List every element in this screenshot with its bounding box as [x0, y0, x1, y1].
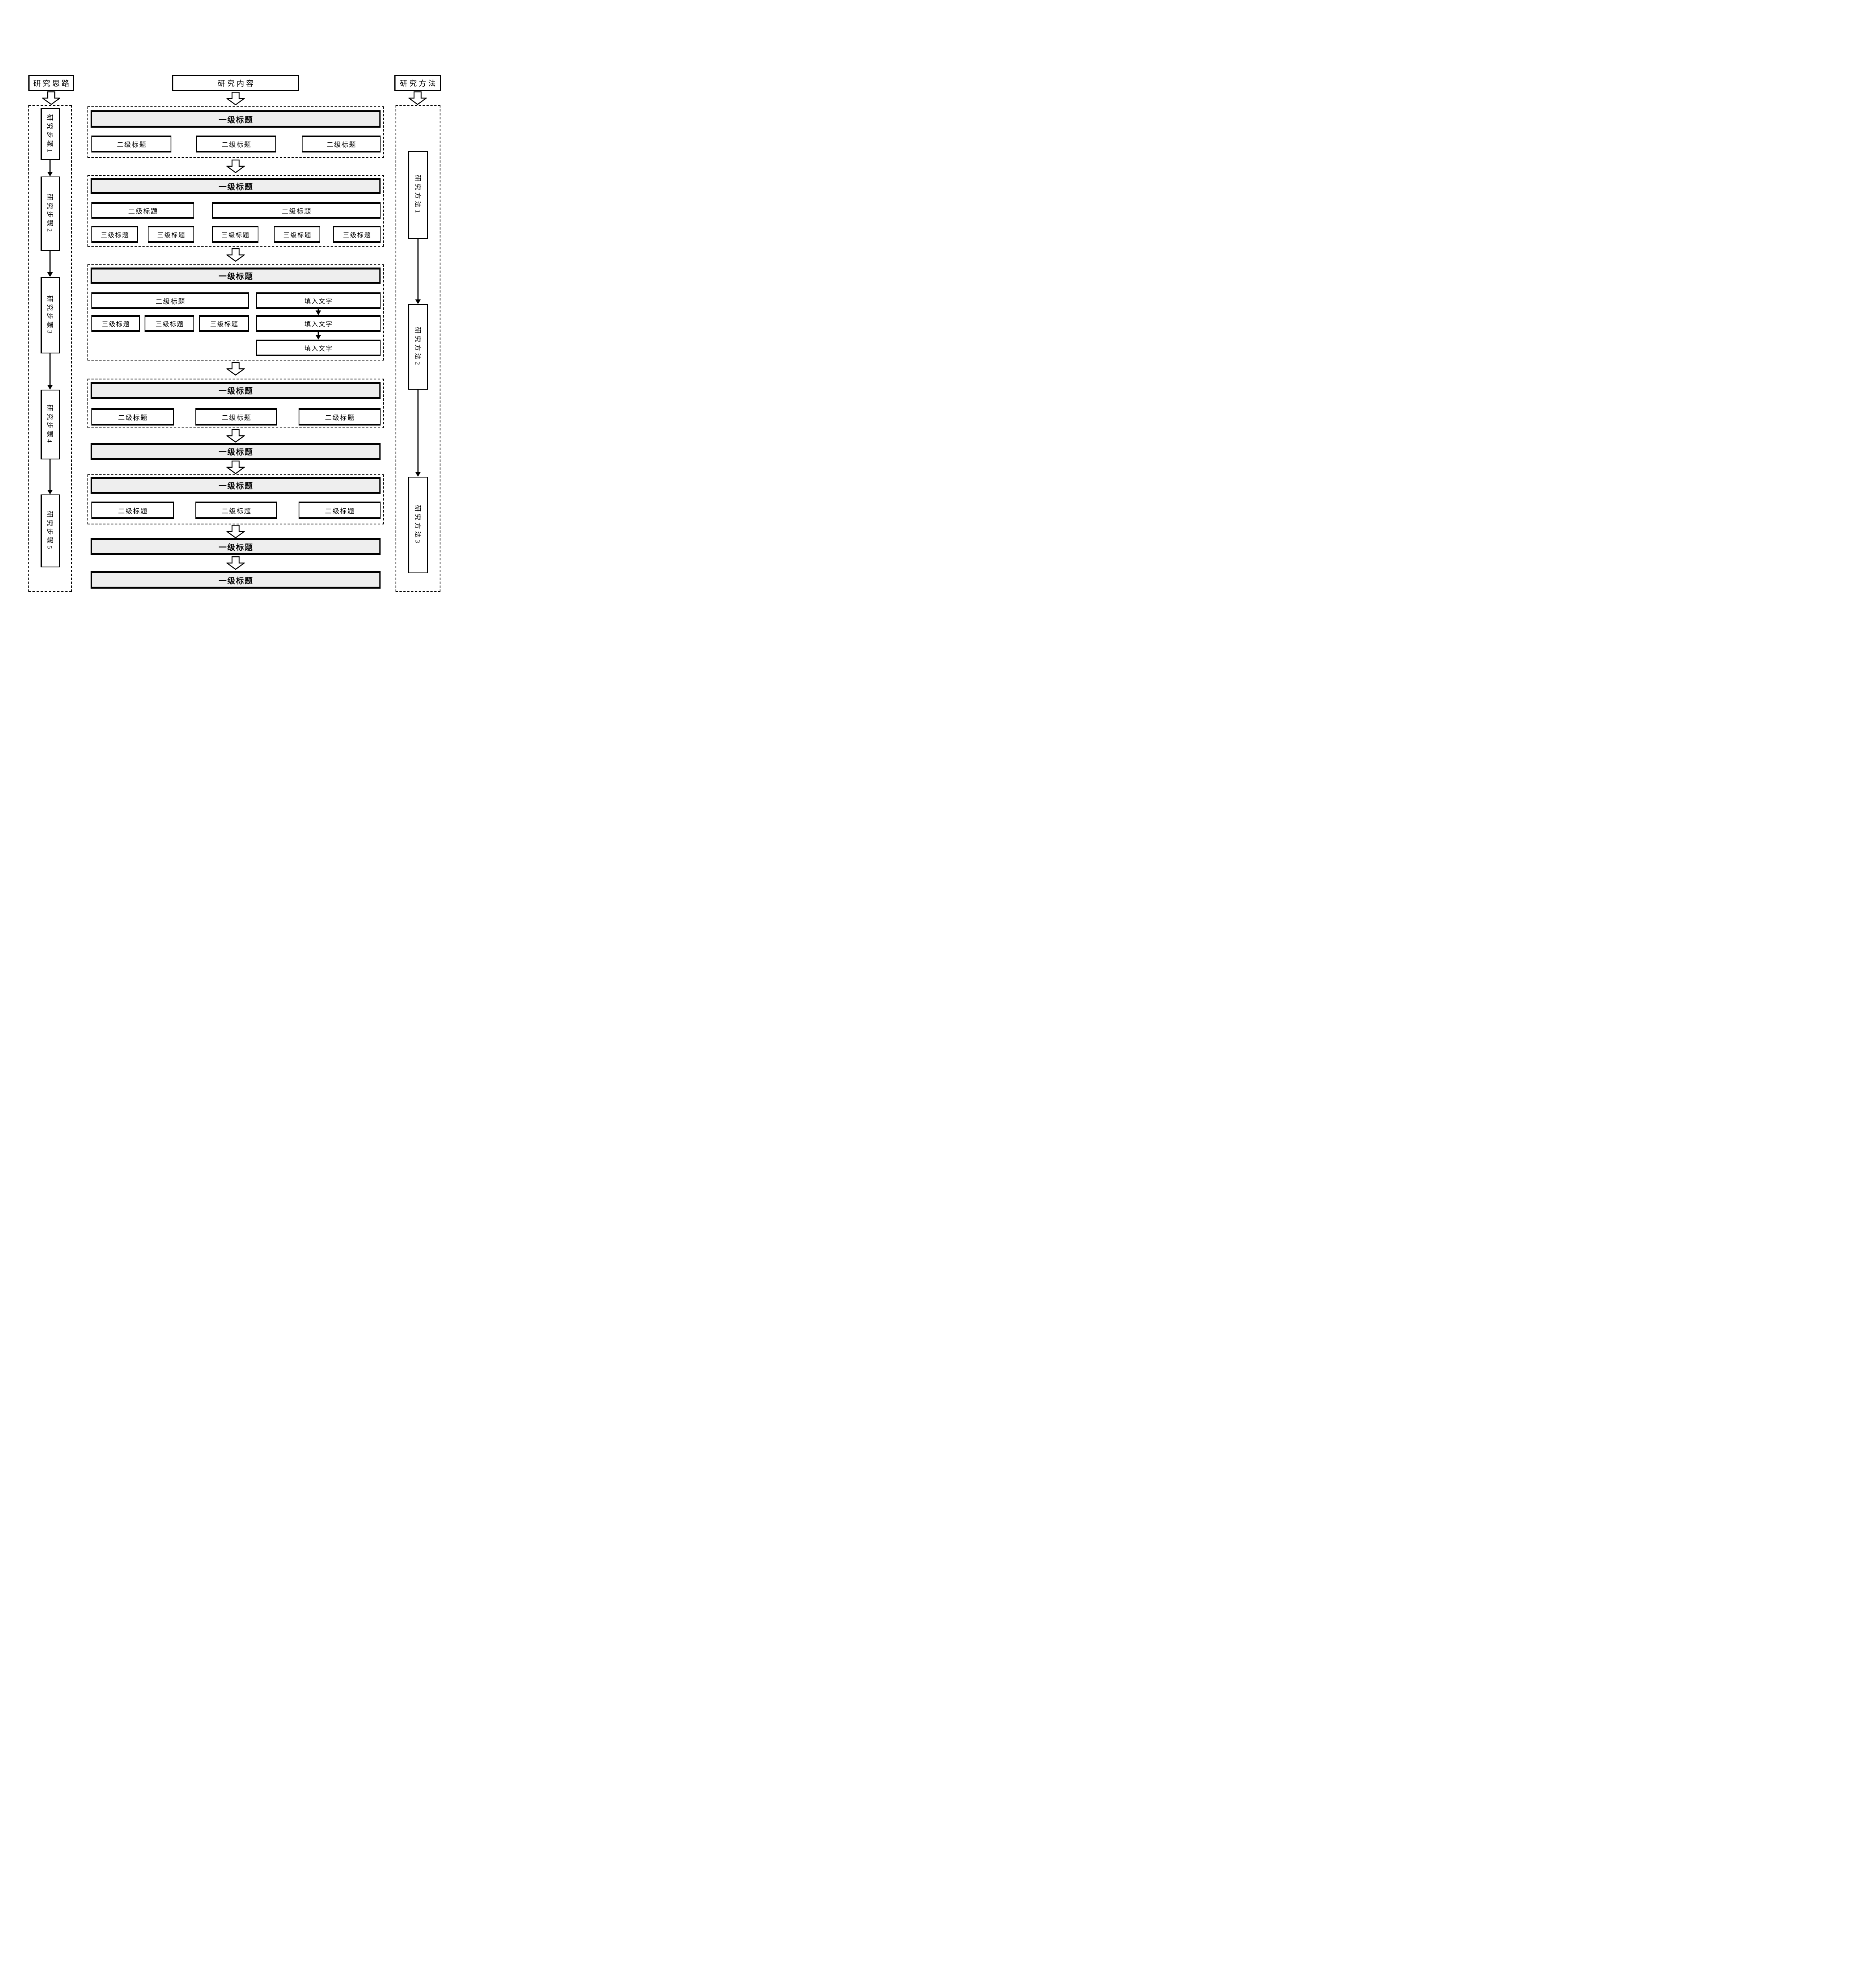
- level1-bar: 一级标题: [91, 538, 381, 555]
- research-step-box: 研究步骤1: [41, 108, 60, 160]
- research-method-box: 研究方法2: [408, 304, 428, 390]
- section-1: [87, 106, 384, 158]
- level3-box: 三级标题: [148, 226, 194, 243]
- section-4: [87, 379, 384, 428]
- level2-box: 二级标题: [196, 136, 276, 152]
- level2-box: 二级标题: [212, 202, 381, 219]
- research-step-box: 研究步骤3: [41, 277, 60, 353]
- down-arrow-icon: [47, 459, 53, 494]
- section-3: [87, 264, 384, 361]
- down-arrow-icon: [47, 251, 53, 277]
- level3-box: 三级标题: [333, 226, 381, 243]
- fill-text-box: 填入文字: [256, 292, 381, 309]
- research-step-label: 研究步骤2: [46, 193, 53, 234]
- research-method-label: 研究方法2: [414, 327, 421, 367]
- down-block-arrow-icon: [227, 461, 245, 474]
- down-arrow-icon: [316, 332, 321, 340]
- research-method-box: 研究方法3: [408, 477, 428, 573]
- left-column-research-steps: [28, 105, 72, 592]
- research-step-box: 研究步骤4: [41, 390, 60, 459]
- level2-box: 二级标题: [195, 502, 277, 519]
- level1-bar: 一级标题: [91, 178, 381, 194]
- level2-box: 二级标题: [195, 408, 277, 426]
- level1-bar: 一级标题: [91, 110, 381, 128]
- level3-box: 三级标题: [274, 226, 320, 243]
- down-block-arrow-icon: [42, 91, 60, 105]
- down-block-arrow-icon: [227, 429, 245, 442]
- down-arrow-icon: [415, 239, 421, 304]
- level2-box: 二级标题: [299, 502, 381, 519]
- level3-box: 三级标题: [91, 226, 138, 243]
- level2-box: 二级标题: [91, 136, 171, 152]
- header-research-content: 研究内容: [172, 75, 299, 91]
- down-block-arrow-icon: [409, 91, 427, 105]
- research-step-box: 研究步骤5: [41, 494, 60, 567]
- level1-bar: 一级标题: [91, 443, 381, 460]
- down-arrow-icon: [47, 160, 53, 177]
- level3-box: 三级标题: [145, 315, 194, 332]
- research-method-box: 研究方法1: [408, 151, 428, 239]
- level1-bar: 一级标题: [91, 382, 381, 399]
- down-arrow-icon: [47, 353, 53, 390]
- level3-box: 三级标题: [212, 226, 258, 243]
- level3-box: 三级标题: [91, 315, 140, 332]
- down-block-arrow-icon: [227, 362, 245, 375]
- research-step-label: 研究步骤4: [46, 404, 53, 445]
- research-step-label: 研究步骤3: [46, 295, 53, 335]
- level3-box: 三级标题: [199, 315, 249, 332]
- level2-box: 二级标题: [302, 136, 381, 152]
- down-block-arrow-icon: [227, 248, 245, 262]
- down-block-arrow-icon: [227, 160, 245, 173]
- section-5: [87, 474, 384, 524]
- fill-text-box: 填入文字: [256, 315, 381, 332]
- down-block-arrow-icon: [227, 525, 245, 538]
- header-research-approach: 研究思路: [28, 75, 74, 91]
- level2-box: 二级标题: [299, 408, 381, 426]
- level2-box: 二级标题: [91, 292, 249, 309]
- right-column-research-methods: [396, 105, 440, 592]
- research-step-label: 研究步骤5: [46, 511, 53, 551]
- down-block-arrow-icon: [227, 556, 245, 570]
- down-block-arrow-icon: [227, 92, 245, 105]
- level2-box: 二级标题: [91, 408, 174, 426]
- research-method-label: 研究方法3: [414, 505, 421, 545]
- level1-bar: 一级标题: [91, 268, 381, 284]
- level2-box: 二级标题: [91, 202, 194, 219]
- section-2: [87, 175, 384, 247]
- fill-text-box: 填入文字: [256, 340, 381, 356]
- down-arrow-icon: [316, 309, 321, 315]
- flowchart-page: 研究思路 研究内容 研究方法 研究步骤1 研究步骤2 研究步骤3 研究步骤4 研…: [0, 0, 469, 663]
- research-step-box: 研究步骤2: [41, 177, 60, 251]
- header-research-methods: 研究方法: [394, 75, 441, 91]
- level1-bar: 一级标题: [91, 571, 381, 589]
- research-step-label: 研究步骤1: [46, 114, 53, 154]
- down-arrow-icon: [415, 390, 421, 477]
- research-method-label: 研究方法1: [414, 175, 421, 215]
- level1-bar: 一级标题: [91, 477, 381, 494]
- level2-box: 二级标题: [91, 502, 174, 519]
